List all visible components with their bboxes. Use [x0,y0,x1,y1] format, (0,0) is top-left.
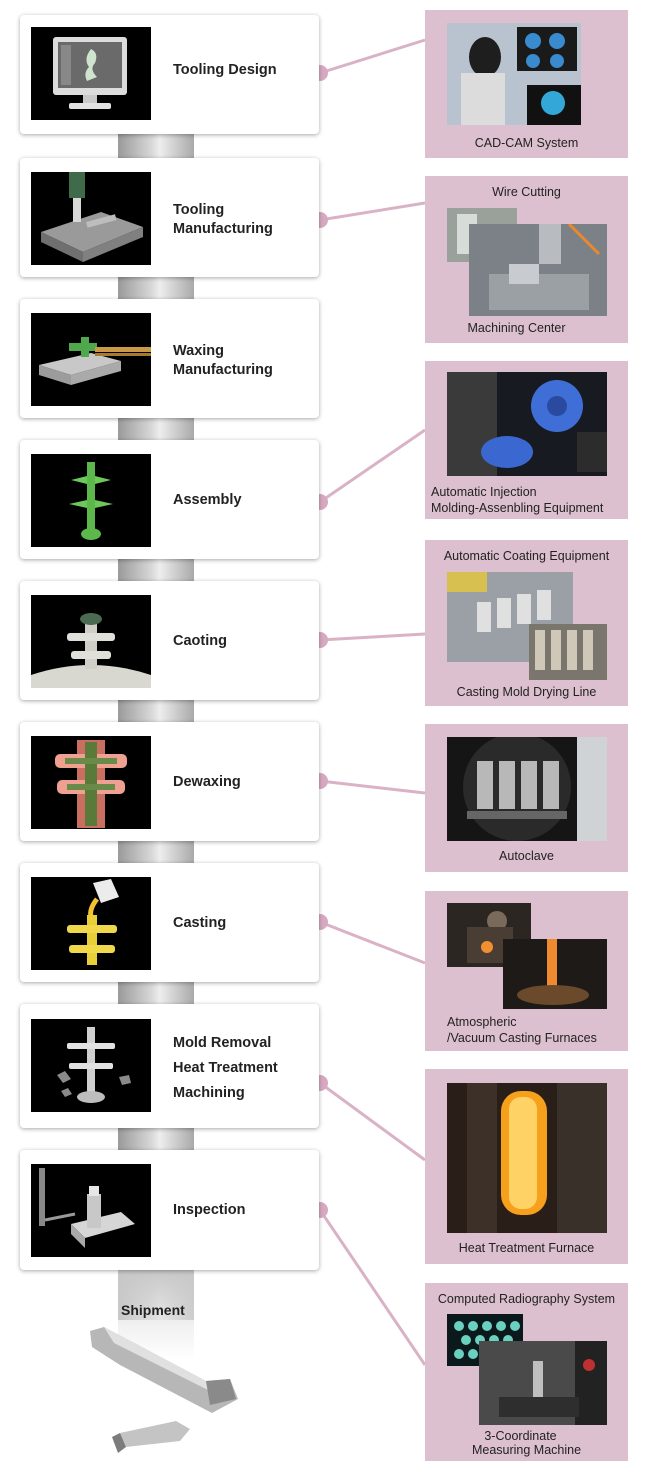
pour-icon [31,877,151,970]
panel-injection: Automatic Injection Molding-Assenbling E… [425,361,628,519]
coating-icon [31,595,151,688]
panel-autoclave: Autoclave [425,724,628,872]
wax-injection-icon [31,313,151,406]
step-label: Casting [173,915,227,931]
panel-wire-cutting: Wire Cutting Machining Center [425,176,628,343]
connector-line [319,779,426,795]
step-label: Tooling Design [173,62,277,78]
panel-caption: Automatic Coating Equipment [443,549,610,563]
step-dewaxing: Dewaxing [20,722,319,841]
step-label: Inspection [173,1202,246,1218]
connector-line [319,428,426,504]
furnace-photo [503,939,607,1009]
probe-icon [31,1164,151,1257]
panel-caption: Heat Treatment Furnace [458,1241,595,1255]
cad-cam-photo [447,23,581,125]
shipment-label: Shipment [121,1302,185,1318]
panel-caption: Wire Cutting [492,185,561,199]
panel-coating: Automatic Coating Equipment Casting Mold… [425,540,628,706]
dewax-icon [31,736,151,829]
step-label: Assembly [173,492,242,508]
panel-heat-treatment: Heat Treatment Furnace [425,1069,628,1264]
connector-line [319,38,426,75]
panel-inspection: Computed Radiography System 3-Coordinate… [425,1283,628,1461]
drying-line-photo [529,624,607,680]
monitor-icon [31,27,151,120]
panel-caption: /Vacuum Casting Furnaces [447,1031,597,1045]
turbine-blade-icon [90,1327,238,1453]
panel-caption: Machining Center [467,321,566,335]
panel-caption: Computed Radiography System [437,1292,616,1306]
step-inspection: Inspection [20,1150,319,1270]
connector-line [319,632,426,642]
connector-line [318,1209,427,1366]
panel-caption: Automatic Injection [431,485,537,499]
injection-photo [447,372,607,476]
step-casting: Casting [20,863,319,982]
step-label: Caoting [173,633,227,649]
step-assembly: Assembly [20,440,319,559]
panel-caption: 3-Coordinate [484,1429,557,1443]
cmm-photo [479,1341,607,1425]
step-label: Dewaxing [173,774,241,790]
connector-line [319,920,426,965]
panel-caption: Measuring Machine [471,1443,582,1457]
panel-caption: Autoclave [499,849,554,863]
panel-caption: CAD-CAM System [474,136,579,150]
step-coating: Caoting [20,581,319,700]
milling-icon [31,172,151,265]
connector-line [319,201,426,222]
step-tooling-design: Tooling Design [20,15,319,134]
connector-line [319,1081,426,1162]
panel-caption: Atmospheric [447,1015,517,1029]
panel-cad-cam: CAD-CAM System [425,10,628,158]
panel-caption: Casting Mold Drying Line [456,685,597,699]
autoclave-photo [447,737,607,841]
panel-caption: Molding-Assenbling Equipment [431,501,604,515]
wax-tree-icon [31,454,151,547]
panel-casting-furnaces: Atmospheric /Vacuum Casting Furnaces [425,891,628,1051]
mold-removal-icon [31,1019,151,1112]
heat-treatment-photo [447,1083,607,1233]
machining-center-photo [469,224,607,316]
